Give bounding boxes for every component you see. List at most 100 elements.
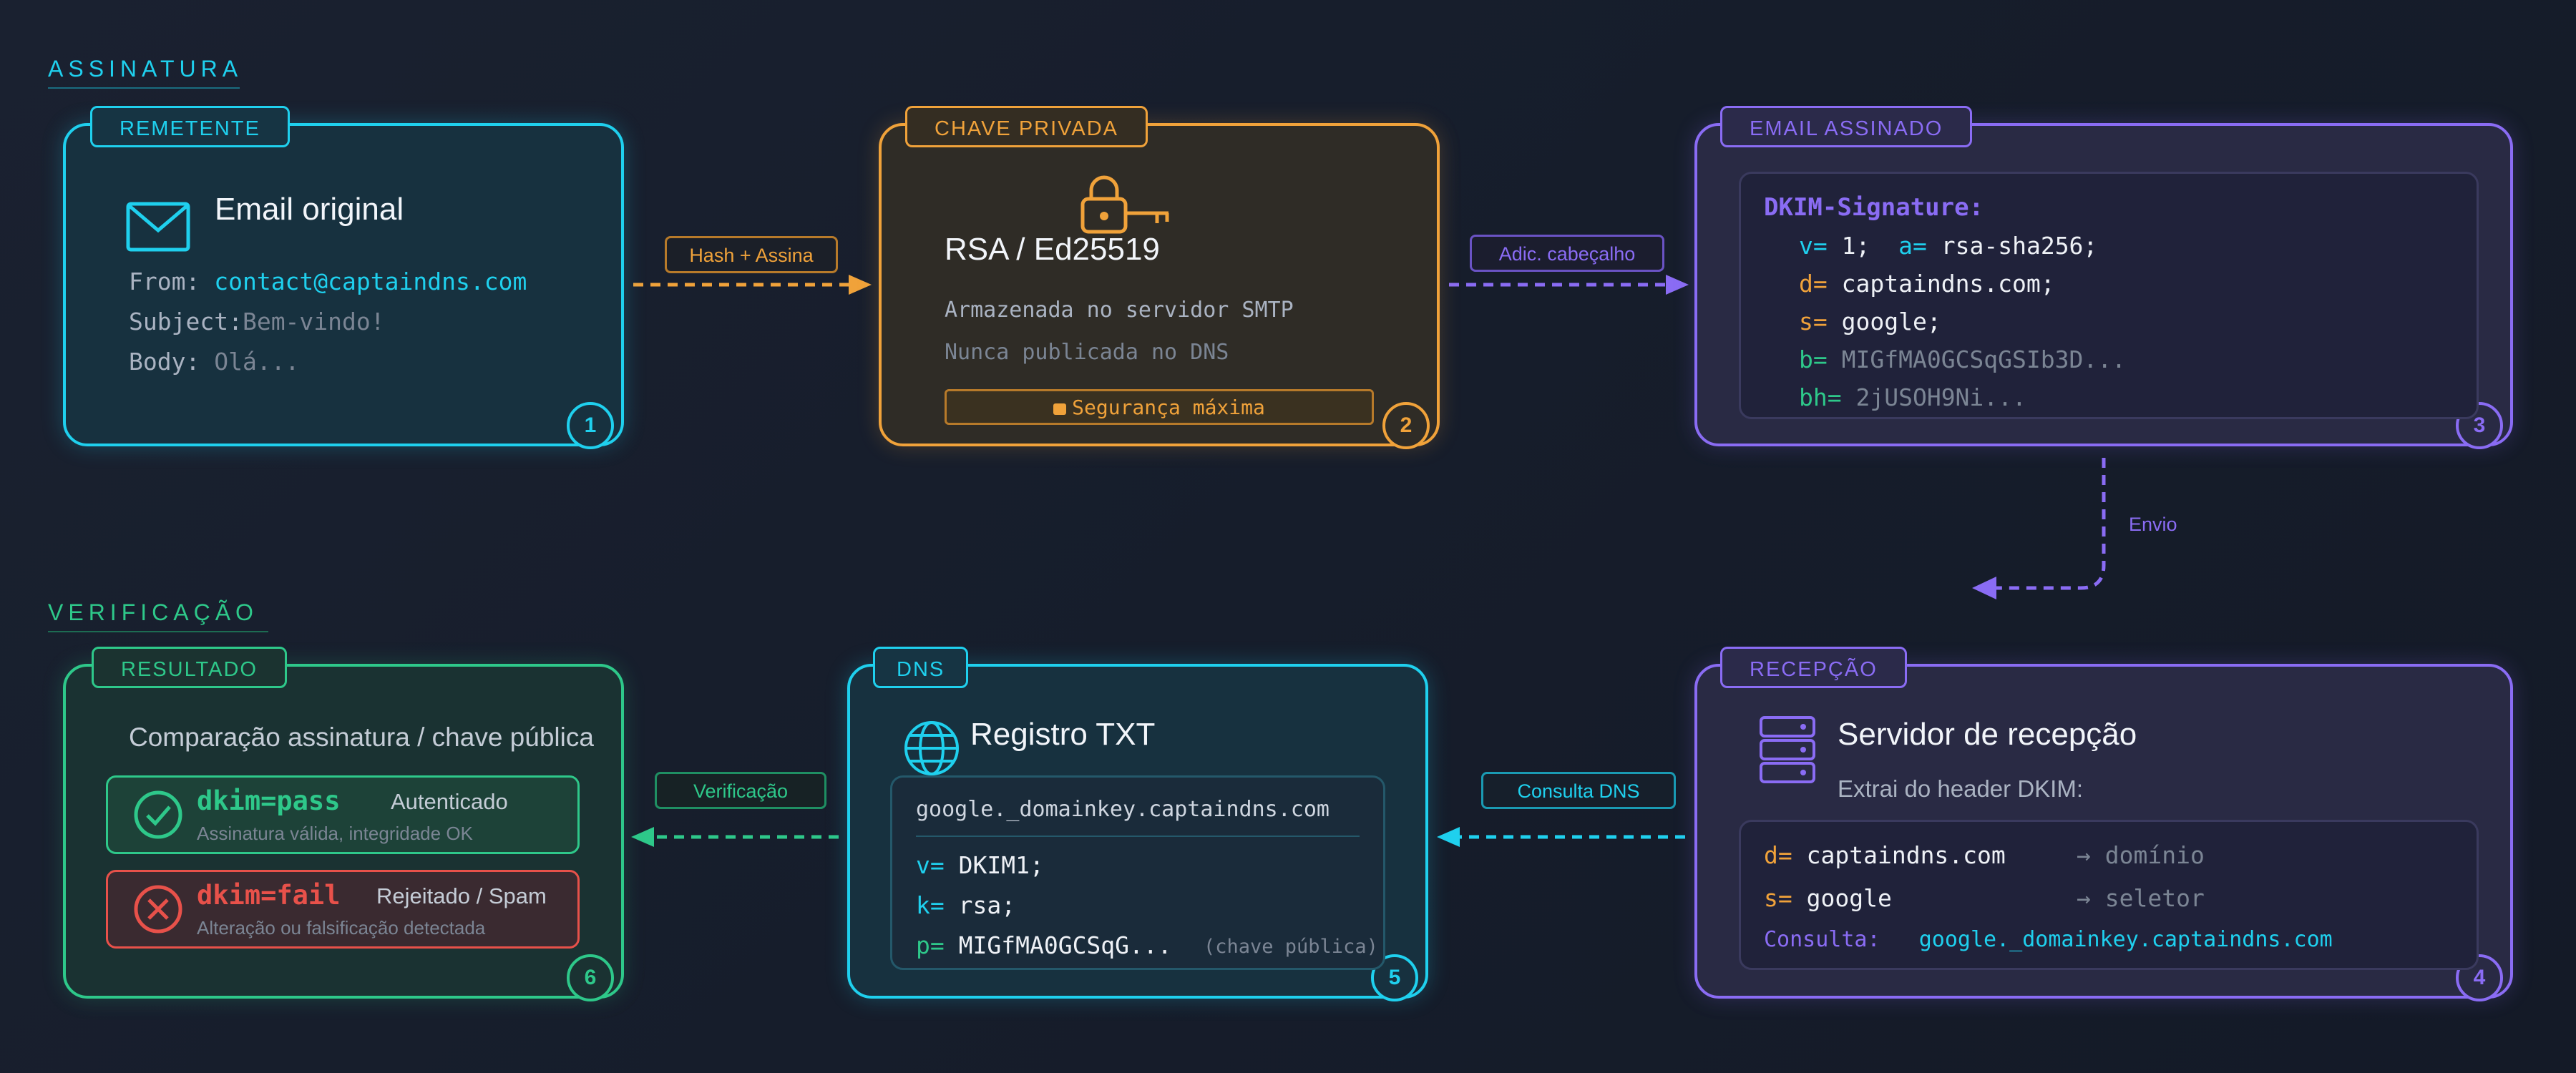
private-key-line2: Nunca publicada no DNS <box>945 340 1229 365</box>
extract-query: Consulta: google._domainkey.captaindns.c… <box>1764 927 2333 952</box>
dkim-line-b: b= MIGfMA0GCSqGSIb3D... <box>1799 346 2126 373</box>
arrow-dns-head <box>1437 827 1460 847</box>
bh-value: 2jUSOH9Ni... <box>1855 383 2026 411</box>
txt-line-p: p= MIGfMA0GCSqG... <box>916 931 1172 959</box>
txt-record-divider <box>916 836 1360 837</box>
arrow-verify-head <box>631 827 654 847</box>
lock-key-icon <box>1080 175 1169 234</box>
reception-subtitle: Extrai do header DKIM: <box>1838 775 2083 802</box>
padlock-icon <box>1053 403 1067 415</box>
dkim-line-s: s= google; <box>1799 308 1941 335</box>
server-icon <box>1760 716 1815 783</box>
signed-email-tag: EMAIL ASSINADO <box>1720 106 1973 147</box>
dkim-signature-box <box>1739 172 2479 419</box>
sender-title: Email original <box>215 192 404 227</box>
body-value: Olá... <box>214 348 300 376</box>
dkim-pass-desc: Assinatura válida, integridade OK <box>197 823 473 844</box>
b-key: b= <box>1799 346 1828 373</box>
sender-card: 1 <box>63 123 624 449</box>
dkim-pass-label: dkim=pass <box>197 785 341 816</box>
arrow-label-verify: Verificação <box>655 772 826 809</box>
v-value: 1; <box>1841 232 1870 260</box>
subject-key: Subject: <box>129 308 243 335</box>
s-key: s= <box>1764 884 1792 912</box>
step-number: 6 <box>567 954 614 1001</box>
d-key: d= <box>1764 841 1792 869</box>
arrow-label-hash: Hash + Assina <box>665 236 838 273</box>
dns-tag: DNS <box>873 647 969 688</box>
extract-line-s: s= google <box>1764 884 1892 912</box>
dkim-line-d: d= captaindns.com; <box>1799 270 2055 298</box>
section-rule-verification <box>48 631 268 632</box>
dkim-pass-panel <box>106 775 580 854</box>
reception-tag: RECEPÇÃO <box>1720 647 1907 688</box>
arrow-label-header: Adic. cabeçalho <box>1470 235 1664 272</box>
p-key: p= <box>916 931 945 959</box>
private-key-line1: Armazenada no servidor SMTP <box>945 298 1294 323</box>
extract-note-s: → seletor <box>2077 884 2205 912</box>
s-key: s= <box>1799 308 1828 335</box>
from-key: From: <box>129 268 200 295</box>
k-value: rsa; <box>958 891 1016 919</box>
txt-record-box <box>890 775 1385 970</box>
p-value: MIGfMA0GCSqG... <box>958 931 1172 959</box>
dkim-fail-status: Rejeitado / Spam <box>376 883 547 908</box>
sender-subject: Subject:Bem-vindo! <box>129 308 385 335</box>
security-badge: Segurança máxima <box>945 389 1374 425</box>
result-title: Comparação assinatura / chave pública <box>129 722 594 752</box>
d-key: d= <box>1799 270 1828 298</box>
arrow-send-head <box>1972 577 1996 599</box>
k-key: k= <box>916 891 945 919</box>
dkim-line-bh: bh= 2jUSOH9Ni... <box>1799 383 2026 411</box>
from-value: contact@captaindns.com <box>214 268 527 295</box>
dkim-pass-status: Autenticado <box>391 789 508 814</box>
txt-line-k: k= rsa; <box>916 891 1015 919</box>
check-circle-icon <box>134 790 182 839</box>
dkim-extract-box <box>1739 820 2479 970</box>
a-key: a= <box>1898 232 1927 260</box>
dkim-line-v-a: v= 1; a= rsa-sha256; <box>1799 232 2097 260</box>
extract-line-d: d= captaindns.com <box>1764 841 2006 869</box>
body-key: Body: <box>129 348 200 376</box>
security-badge-label: Segurança máxima <box>1072 396 1265 419</box>
arrow-hash-head <box>849 275 872 295</box>
private-key-tag: CHAVE PRIVADA <box>905 106 1148 147</box>
sender-tag: REMETENTE <box>90 106 290 147</box>
section-title-signing: ASSINATURA <box>48 56 243 82</box>
subject-value: Bem-vindo! <box>242 308 385 335</box>
step-number: 2 <box>1382 402 1430 449</box>
b-value: MIGfMA0GCSqGSIb3D... <box>1841 346 2126 373</box>
globe-icon <box>904 721 959 775</box>
arrow-label-dns: Consulta DNS <box>1481 772 1676 809</box>
section-rule-signing <box>48 87 240 89</box>
envelope-icon <box>126 202 190 252</box>
dkim-fail-desc: Alteração ou falsificação detectada <box>197 917 486 939</box>
v-value: DKIM1; <box>958 851 1044 879</box>
txt-line-v: v= DKIM1; <box>916 851 1044 879</box>
extract-note-d: → domínio <box>2077 841 2205 869</box>
query-value: google._domainkey.captaindns.com <box>1918 927 2333 952</box>
result-tag: RESULTADO <box>92 647 287 688</box>
v-key: v= <box>916 851 945 879</box>
x-circle-icon <box>134 885 182 934</box>
a-value: rsa-sha256; <box>1941 232 2098 260</box>
d-value: captaindns.com; <box>1841 270 2055 298</box>
s-value: google <box>1806 884 1892 912</box>
dkim-fail-panel <box>106 870 580 949</box>
txt-line-p-note: (chave pública) <box>1204 936 1378 958</box>
txt-record-name: google._domainkey.captaindns.com <box>916 797 1330 822</box>
reception-title: Servidor de recepção <box>1838 717 2137 752</box>
query-key: Consulta: <box>1764 927 1880 952</box>
arrow-send <box>1996 458 2106 590</box>
d-value: captaindns.com <box>1806 841 2006 869</box>
bh-key: bh= <box>1799 383 1842 411</box>
dkim-fail-label: dkim=fail <box>197 880 341 911</box>
sender-from: From: contact@captaindns.com <box>129 268 527 295</box>
dkim-signature-header: DKIM-Signature: <box>1764 193 1984 222</box>
sender-body: Body: Olá... <box>129 348 299 376</box>
private-key-title: RSA / Ed25519 <box>945 232 1160 267</box>
step-number: 1 <box>567 402 614 449</box>
section-title-verification: VERIFICAÇÃO <box>48 599 258 625</box>
arrow-header-head <box>1666 275 1689 295</box>
